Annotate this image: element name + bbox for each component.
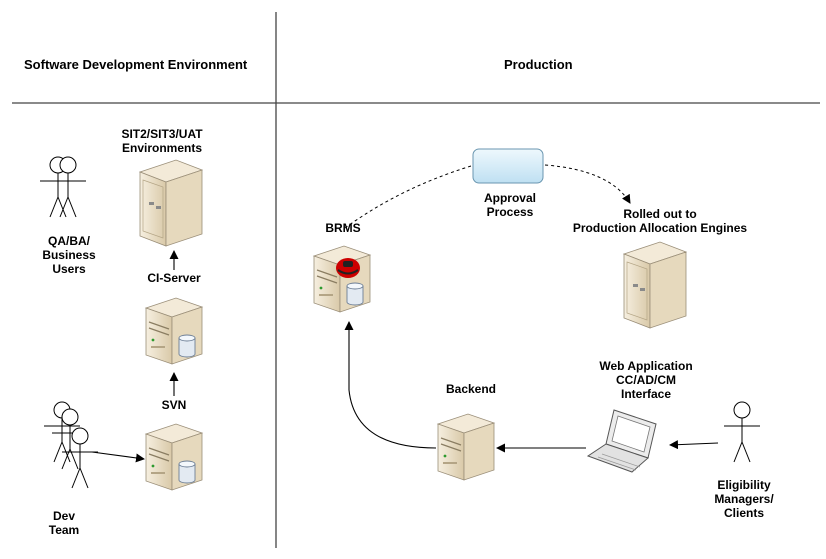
web-app-line-1: Web Application (599, 359, 693, 373)
brms-server-icon (313, 245, 371, 313)
dev-team-line-1: Dev (52, 509, 75, 523)
dev-team-line-2: Team (48, 523, 80, 537)
brms-label: BRMS (325, 221, 361, 235)
eligibility-label: Eligibility Managers/ Clients (704, 478, 784, 520)
approval-process-label: Approval Process (470, 191, 550, 219)
qa-users-line-1: QA/BA/ (48, 234, 90, 248)
right-section-title: Production (504, 57, 573, 72)
approval-line-1: Approval (483, 191, 536, 205)
arrow-dev-to-server (91, 451, 145, 463)
arrow-actor-to-laptop (669, 440, 719, 450)
backend-label: Backend (445, 382, 497, 396)
qa-users-actor-icon (39, 156, 87, 218)
eligibility-line-2: Managers/ (714, 492, 774, 506)
rolled-out-label: Rolled out to Production Allocation Engi… (560, 207, 760, 235)
environments-line-2: Environments (121, 141, 202, 155)
qa-users-line-3: Users (52, 262, 86, 276)
dev-team-label: Dev Team (34, 509, 94, 537)
dashed-brms-to-approval (344, 165, 472, 229)
rolled-out-line-2: Production Allocation Engines (572, 221, 748, 235)
web-app-line-2: CC/AD/CM (616, 373, 676, 387)
approval-line-2: Process (486, 205, 534, 219)
svn-label: SVN (161, 398, 187, 412)
laptop-icon (586, 409, 657, 473)
arrow-backend-to-brms (344, 321, 437, 449)
production-engine-server-icon (623, 241, 687, 329)
eligibility-actor-icon (723, 401, 761, 463)
ci-server-label: CI-Server (147, 271, 201, 285)
sit-server-icon (139, 159, 203, 247)
eligibility-line-3: Clients (723, 506, 764, 520)
web-app-label: Web Application CC/AD/CM Interface (586, 359, 706, 401)
environments-label: SIT2/SIT3/UAT Environments (102, 127, 222, 155)
ci-server-icon (145, 297, 203, 365)
web-app-line-3: Interface (620, 387, 672, 401)
eligibility-line-1: Eligibility (717, 478, 771, 492)
dev-server-icon (145, 423, 203, 491)
qa-users-label: QA/BA/ Business Users (34, 234, 104, 276)
backend-server-icon (437, 413, 495, 481)
approval-process-box (472, 148, 544, 184)
qa-users-line-2: Business (42, 248, 96, 262)
environments-line-1: SIT2/SIT3/UAT (121, 127, 203, 141)
dev-team-actor-icon (43, 401, 99, 489)
left-section-title: Software Development Environment (24, 57, 248, 72)
rolled-out-line-1: Rolled out to (623, 207, 697, 221)
dashed-approval-to-rollout (544, 164, 631, 204)
